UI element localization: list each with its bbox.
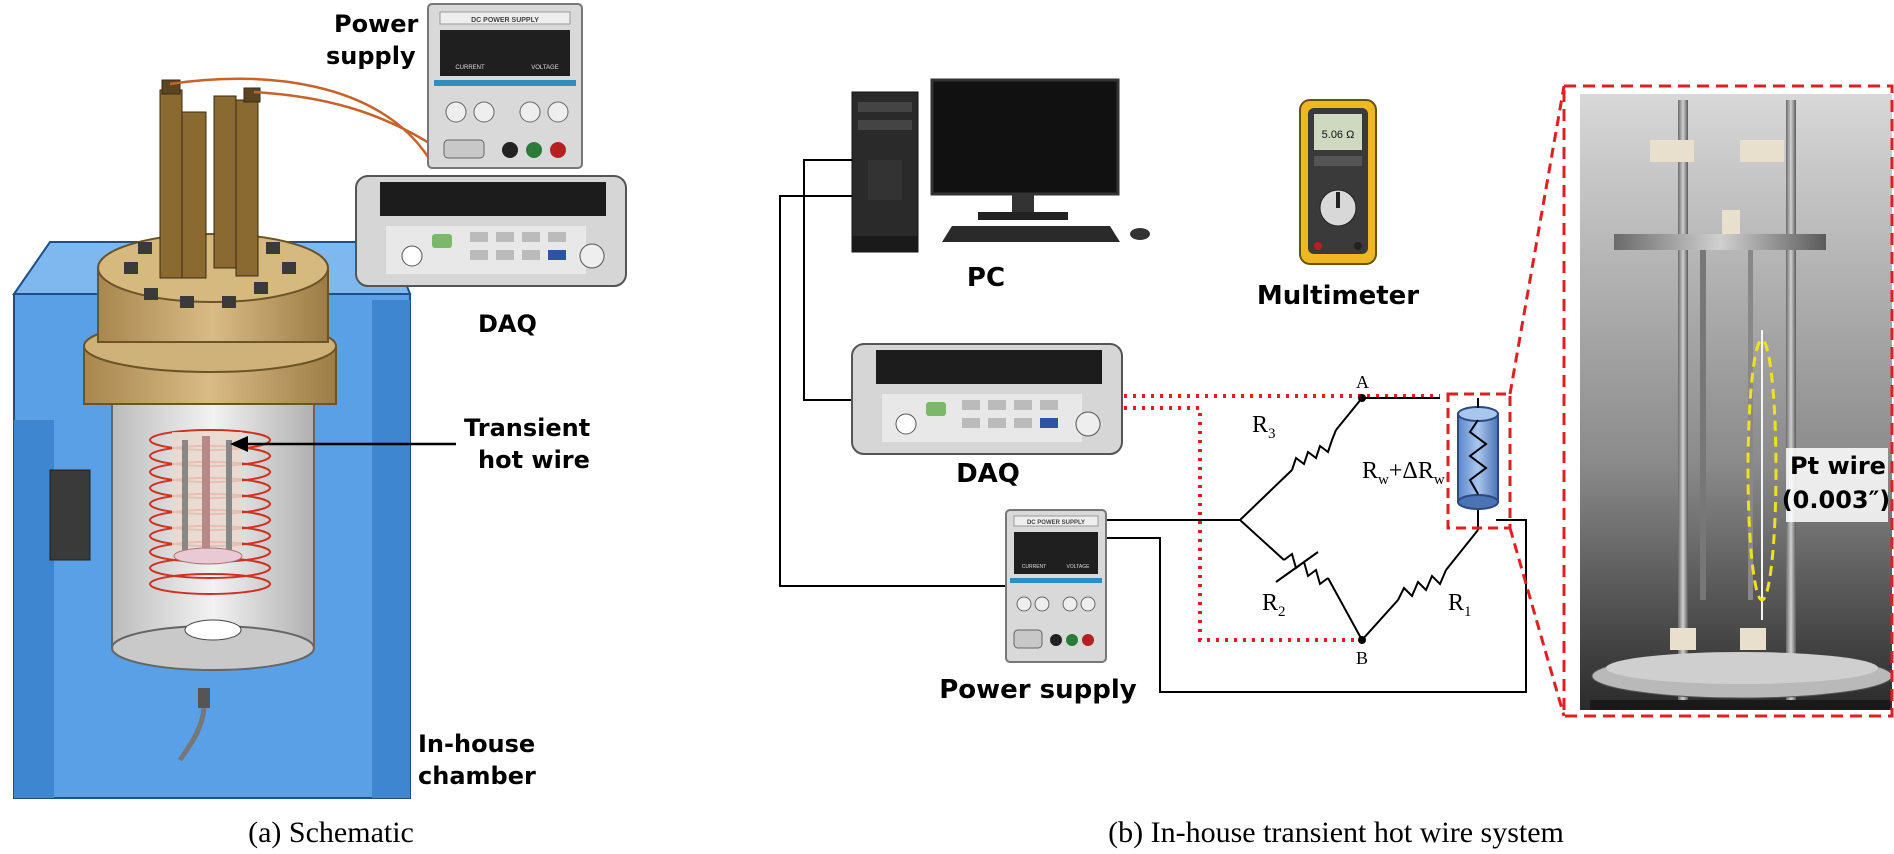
- r2-label: R2: [1262, 590, 1286, 620]
- daq-device-a: [355, 175, 627, 287]
- chamber-label-line1: In-house: [418, 730, 535, 758]
- wheatstone-bridge: [1239, 397, 1479, 641]
- pc-tower: [851, 91, 919, 253]
- transient-hot-wire-arrow: [230, 436, 456, 452]
- daq-label-b: DAQ: [956, 459, 1020, 489]
- pc-label: PC: [967, 263, 1005, 293]
- pt-wire-photo: [1580, 94, 1893, 710]
- hot-wire-cell: [1457, 398, 1499, 510]
- power-supply-label-a-line1: Power: [334, 10, 419, 38]
- caption-b: (b) In-house transient hot wire system: [1108, 816, 1564, 849]
- daq-device-b: [851, 343, 1123, 455]
- pressure-vessel: [111, 403, 315, 762]
- multimeter-reading: 5.06 Ω: [1322, 129, 1355, 141]
- psu-a-faceplate-title: DC POWER SUPPLY: [471, 17, 539, 24]
- cell-highlight-box: [1446, 392, 1512, 530]
- r1-label: R1: [1448, 590, 1472, 620]
- feedthrough-columns: [159, 79, 261, 279]
- flange: [83, 233, 337, 405]
- r3-label: R3: [1252, 412, 1276, 442]
- wiring: [779, 159, 1527, 693]
- rw-label: Rw+ΔRw: [1362, 458, 1445, 488]
- node-b-label: B: [1356, 648, 1368, 668]
- panel-a-schematic: DC POWER SUPPLY CURRENT VOLTAGE: [12, 3, 627, 849]
- bridge-nodes: [1358, 394, 1366, 644]
- panel-b-system: PC 5.06 Ω Multimeter DAQ: [779, 78, 1894, 849]
- pt-wire-label-line1: Pt wire: [1790, 452, 1886, 480]
- transient-hot-wire-label-line2: hot wire: [478, 446, 590, 474]
- psu-a-current-label: CURRENT: [455, 65, 485, 71]
- pc-monitor: [930, 78, 1150, 242]
- caption-a: (a) Schematic: [248, 816, 414, 849]
- multimeter-label: Multimeter: [1257, 281, 1419, 311]
- power-supply-device-a: DC POWER SUPPLY CURRENT VOLTAGE: [427, 3, 583, 169]
- flange-bolts: [124, 242, 296, 308]
- red-dotted-wiring: [1124, 394, 1440, 642]
- zoom-lines: [1508, 85, 1566, 717]
- pt-wire-highlight: [1746, 338, 1778, 602]
- psu-b-voltage-label: VOLTAGE: [1067, 564, 1091, 570]
- power-supply-label-a-line2: supply: [326, 42, 416, 70]
- multimeter-device: 5.06 Ω: [1299, 99, 1377, 265]
- node-a-label: A: [1356, 372, 1369, 392]
- feedthrough-wires: [169, 77, 441, 161]
- power-supply-device-b: DC POWER SUPPLY CURRENT VOLTAGE: [1005, 509, 1107, 663]
- transient-hot-wire-label-line1: Transient: [464, 414, 590, 442]
- power-supply-label-b: Power supply: [939, 675, 1137, 705]
- psu-b-current-label: CURRENT: [1022, 564, 1046, 570]
- photo-highlight-box: [1562, 84, 1894, 718]
- psu-b-faceplate-title: DC POWER SUPPLY: [1027, 520, 1085, 526]
- psu-a-voltage-label: VOLTAGE: [531, 65, 558, 71]
- daq-label-a: DAQ: [478, 310, 537, 338]
- chamber-label-line2: chamber: [418, 762, 536, 790]
- pt-wire-label-line2: (0.003″): [1782, 486, 1891, 514]
